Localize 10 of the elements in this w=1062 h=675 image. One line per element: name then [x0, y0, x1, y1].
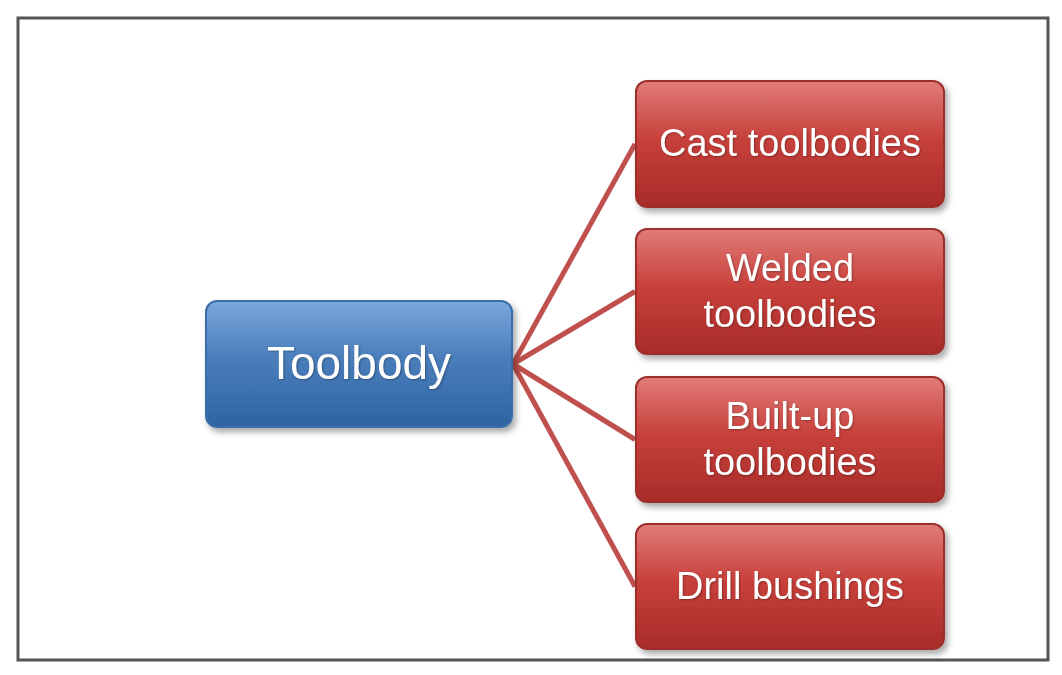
category-box [635, 376, 945, 503]
box-label: Cast toolbodies [659, 121, 921, 167]
category-box [635, 523, 945, 650]
root-box [205, 300, 513, 428]
category-box [635, 228, 945, 355]
box-label: Welded toolbodies [702, 245, 878, 337]
box-label: Built-up toolbodies [702, 393, 878, 485]
category-box [635, 80, 945, 208]
box-label: Toolbody [266, 336, 452, 392]
box-label: Drill bushings [675, 563, 905, 609]
